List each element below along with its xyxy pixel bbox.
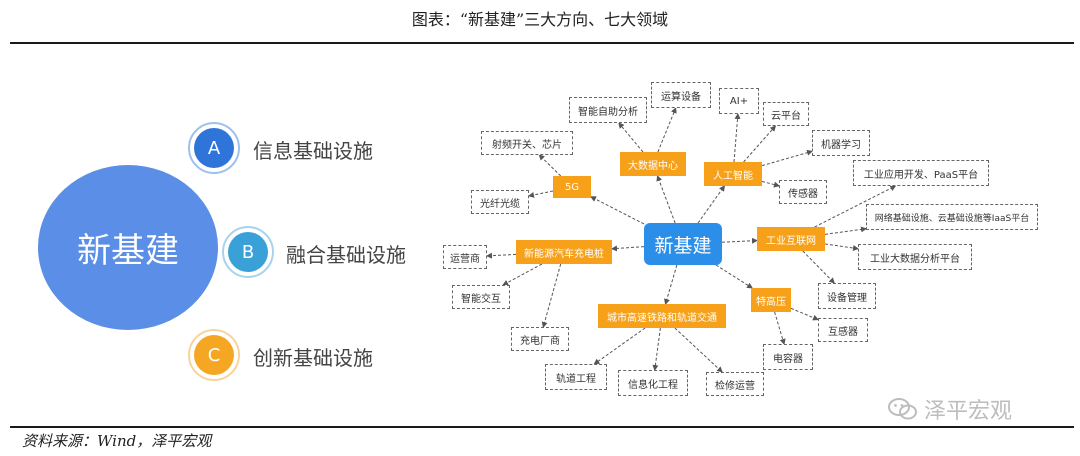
leaf-it-engineering: 信息化工程 (618, 370, 688, 396)
category-b-label: 融合基础设施 (286, 243, 406, 267)
connector-hbig-l3 (618, 122, 644, 153)
leaf-computing-equipment: 运算设备 (651, 82, 711, 108)
connector-hnev-l13 (486, 252, 517, 259)
core-label: 新基建 (77, 231, 179, 271)
leaf-sensor: 传感器 (779, 180, 827, 204)
watermark-text: 泽平宏观 (924, 399, 1013, 424)
leaf-rail-engineering: 轨道工程 (545, 364, 607, 390)
connector-hind-l11 (824, 243, 859, 251)
connector-center-hai (697, 185, 726, 224)
connector-hai-l8 (761, 180, 780, 188)
connector-huhv-l20 (774, 311, 786, 345)
leaf-iaas: 网络基础设施、云基础设施等IaaS平台 (866, 204, 1038, 230)
leaf-smart-interaction: 智能交互 (452, 285, 510, 309)
watermark: 泽平宏观 (888, 393, 1012, 425)
category-a-label: 信息基础设施 (253, 139, 373, 163)
leaf-rf-chip: 射频开关、芯片 (481, 131, 573, 155)
connector-center-hrail (664, 264, 678, 305)
leaf-smart-analytics: 智能自助分析 (569, 97, 647, 123)
connector-hai-l5 (733, 113, 741, 163)
connector-center-hind (721, 237, 758, 244)
hub-5g: 5G (553, 176, 591, 198)
leaf-capacitor: 电容器 (763, 344, 813, 370)
connector-h5g-l2 (528, 190, 554, 198)
leaf-device-mgmt: 设备管理 (818, 283, 876, 309)
leaf-charging-vendor: 充电厂商 (511, 327, 569, 351)
connector-hrail-l18 (674, 327, 723, 373)
figure-title: 图表：“新基建”三大方向、七大领域 (411, 10, 669, 29)
leaf-maintenance: 检修运营 (706, 372, 764, 396)
connector-hbig-l4 (657, 107, 677, 153)
connector-hnev-l15 (541, 263, 562, 328)
connector-hai-l7 (761, 149, 813, 167)
hub-ai: 人工智能 (704, 162, 762, 186)
top-rule (10, 42, 1074, 44)
leaf-industrial-bigdata: 工业大数据分析平台 (858, 244, 972, 270)
leaf-paas: 工业应用开发、PaaS平台 (853, 160, 989, 186)
badge-b: B (222, 226, 274, 278)
connector-center-huhv (715, 264, 753, 289)
connector-hai-l6 (743, 125, 777, 163)
hub-uhv: 特高压 (751, 288, 791, 312)
hub-big-data-center: 大数据中心 (620, 152, 686, 176)
connector-center-hnev (611, 245, 645, 252)
connector-hind-l10 (824, 226, 867, 235)
hub-rail-transit: 城市高速铁路和轨道交通 (598, 304, 726, 328)
badge-c: C (188, 329, 240, 381)
connector-hrail-l16 (593, 327, 646, 365)
leaf-ai-plus: AI+ (719, 88, 759, 114)
hub-ev-charging: 新能源汽车充电桩 (516, 240, 612, 264)
hub-industrial-internet: 工业互联网 (757, 227, 825, 251)
map-center: 新基建 (644, 223, 722, 265)
connector-center-hbig (656, 175, 676, 224)
connector-center-h5g (590, 196, 645, 225)
leaf-operator: 运营商 (443, 245, 487, 269)
connector-huhv-l19 (790, 307, 819, 321)
leaf-cloud-platform: 云平台 (763, 102, 809, 126)
category-c-label: 创新基础设施 (253, 346, 373, 370)
core-circle: 新基建 (38, 165, 218, 330)
wechat-icon (888, 398, 918, 420)
connector-h5g-l1 (538, 154, 562, 177)
bottom-rule (10, 426, 1074, 428)
connector-hrail-l17 (652, 327, 661, 371)
source-note: 资料来源：Wind，泽平宏观 (22, 432, 212, 450)
connector-hind-l9 (814, 185, 897, 228)
connector-hnev-l14 (502, 263, 543, 286)
leaf-transformer: 互感器 (818, 318, 868, 342)
connector-hind-l12 (802, 250, 835, 284)
leaf-fiber-cable: 光纤光缆 (471, 190, 529, 214)
badge-a: A (188, 122, 240, 174)
leaf-machine-learning: 机器学习 (812, 130, 870, 156)
